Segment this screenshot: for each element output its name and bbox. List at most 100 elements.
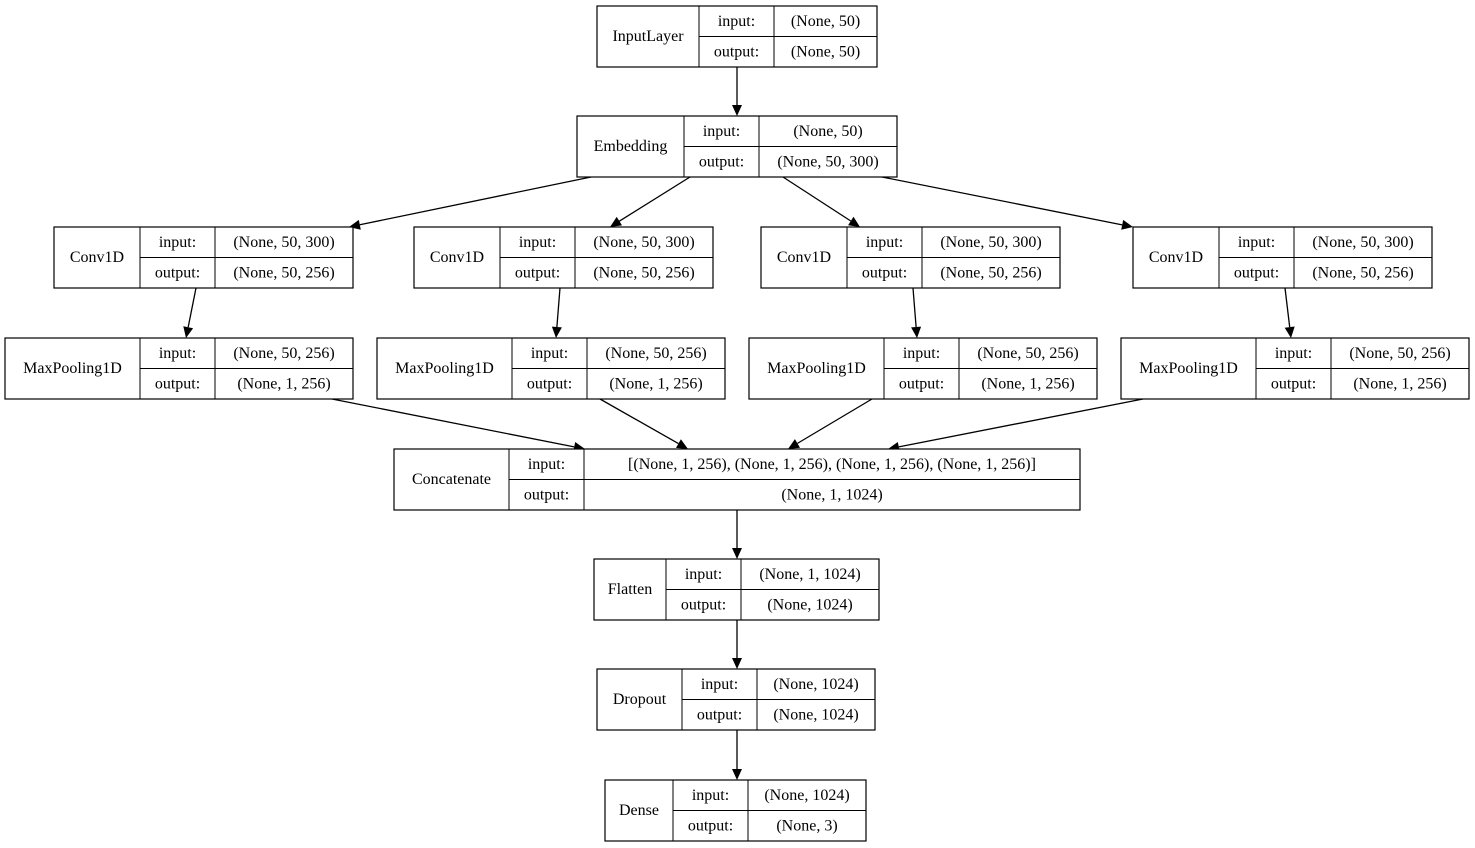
edge-embedding-to-conv1d_2	[610, 176, 691, 227]
edge-maxpool_4-to-concatenate	[888, 398, 1144, 452]
input-label: input:	[1238, 234, 1275, 251]
output-shape: (None, 50, 256)	[940, 264, 1041, 281]
arrowhead	[183, 326, 194, 338]
input-shape: (None, 50, 256)	[1349, 345, 1450, 362]
input-shape: (None, 50, 256)	[605, 345, 706, 362]
input-shape: (None, 50, 300)	[233, 234, 334, 251]
edge-line	[912, 287, 917, 328]
output-label: output:	[527, 375, 572, 392]
layer-name: MaxPooling1D	[23, 360, 122, 377]
layer-name: Conv1D	[430, 249, 484, 266]
arrowhead	[610, 216, 622, 227]
input-shape: (None, 1024)	[773, 676, 858, 693]
edge-line	[782, 176, 852, 222]
layer-name: Dropout	[613, 691, 667, 708]
edge-line	[1284, 287, 1291, 328]
arrowhead	[788, 439, 800, 449]
input-label: input:	[1275, 345, 1312, 362]
layer-name: Embedding	[594, 138, 668, 155]
input-shape: (None, 1024)	[764, 787, 849, 804]
layer-name: Concatenate	[412, 471, 491, 488]
output-shape: (None, 1, 256)	[609, 375, 702, 392]
layer-name: Conv1D	[1149, 249, 1203, 266]
arrowhead	[676, 439, 688, 449]
edge-embedding-to-conv1d_3	[782, 176, 860, 227]
edge-line	[331, 398, 575, 448]
layer-node-conv1d_3: Conv1D input: output: (None, 50, 300) (None,…	[760, 226, 1061, 289]
edge-maxpool_3-to-concatenate	[788, 398, 873, 449]
edge-conv1d_3-to-maxpool_3	[911, 287, 922, 338]
output-shape: (None, 1, 256)	[981, 375, 1074, 392]
input-label: input:	[159, 234, 196, 251]
output-label: output:	[1271, 375, 1316, 392]
layer-name: MaxPooling1D	[767, 360, 866, 377]
edge-input_layer-to-embedding	[732, 67, 742, 116]
output-shape: (None, 50, 256)	[593, 264, 694, 281]
arrowhead	[848, 216, 860, 227]
edge-line	[359, 176, 592, 226]
edge-line	[881, 176, 1123, 226]
input-shape: (None, 50, 256)	[233, 345, 334, 362]
input-shape: (None, 50, 300)	[1312, 234, 1413, 251]
output-label: output:	[714, 43, 759, 60]
input-label: input:	[866, 234, 903, 251]
output-shape: (None, 50)	[791, 43, 860, 60]
layer-name: Conv1D	[777, 249, 831, 266]
input-label: input:	[703, 123, 740, 140]
input-label: input:	[903, 345, 940, 362]
edge-line	[556, 287, 561, 328]
output-label: output:	[697, 706, 742, 723]
layer-node-embedding: Embedding input: output: (None, 50) (None, 5…	[576, 115, 898, 178]
input-shape: (None, 50, 300)	[593, 234, 694, 251]
input-shape: (None, 50)	[793, 123, 862, 140]
input-shape: (None, 50, 300)	[940, 234, 1041, 251]
input-label: input:	[528, 456, 565, 473]
output-label: output:	[699, 153, 744, 170]
output-label: output:	[681, 596, 726, 613]
layer-node-conv1d_2: Conv1D input: output: (None, 50, 300) (None,…	[413, 226, 714, 289]
output-label: output:	[155, 264, 200, 281]
arrowhead	[911, 326, 922, 338]
output-shape: (None, 1, 256)	[237, 375, 330, 392]
output-shape: (None, 50, 256)	[233, 264, 334, 281]
arrowhead	[1121, 219, 1133, 230]
output-shape: (None, 1, 1024)	[781, 486, 882, 503]
layer-name: MaxPooling1D	[395, 360, 494, 377]
output-label: output:	[515, 264, 560, 281]
input-shape: [(None, 1, 256), (None, 1, 256), (None, …	[628, 456, 1036, 473]
arrowhead	[732, 769, 742, 780]
input-label: input:	[519, 234, 556, 251]
output-label: output:	[155, 375, 200, 392]
arrowhead	[732, 658, 742, 669]
edge-line	[599, 398, 679, 445]
edge-maxpool_2-to-concatenate	[599, 398, 688, 449]
edge-embedding-to-conv1d_1	[349, 176, 592, 230]
output-shape: (None, 50, 300)	[777, 153, 878, 170]
output-shape: (None, 3)	[776, 817, 837, 834]
edge-concatenate-to-flatten	[732, 510, 742, 559]
edges-layer	[183, 67, 1295, 780]
output-shape: (None, 1024)	[773, 706, 858, 723]
edge-conv1d_2-to-maxpool_2	[551, 287, 562, 338]
layer-name: Dense	[619, 802, 659, 819]
output-label: output:	[862, 264, 907, 281]
input-shape: (None, 1, 1024)	[759, 566, 860, 583]
arrowhead	[732, 548, 742, 559]
edge-embedding-to-conv1d_4	[881, 176, 1133, 230]
output-label: output:	[899, 375, 944, 392]
edge-dropout-to-dense	[732, 730, 742, 780]
edge-line	[187, 287, 197, 328]
arrowhead	[732, 105, 742, 116]
edge-line	[898, 398, 1144, 448]
